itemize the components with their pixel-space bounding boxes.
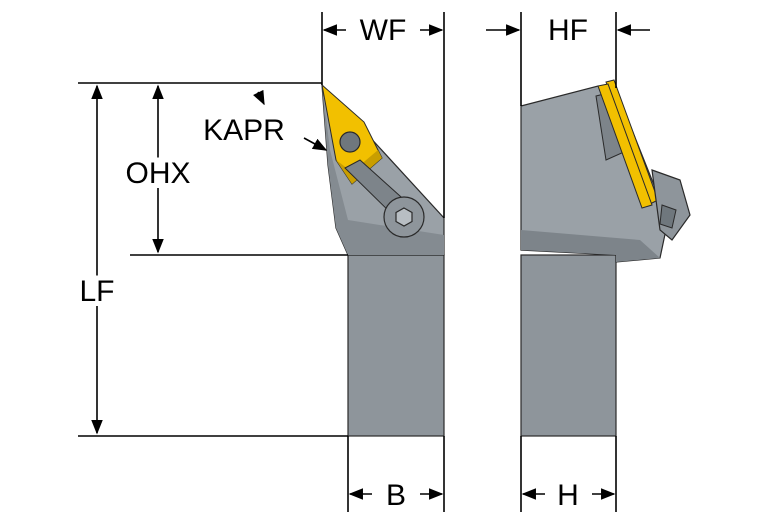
right-clamp-screw <box>659 204 677 229</box>
right-insert-2 <box>597 83 653 209</box>
left-shank <box>347 254 445 437</box>
side-view <box>520 79 691 437</box>
lf-label: LF <box>79 275 114 308</box>
h-label: H <box>557 479 579 512</box>
kapr-arrow-top <box>253 89 265 106</box>
dimension-labels: WF HF KAPR OHX LF B H <box>74 14 588 512</box>
insert-screw <box>339 131 361 153</box>
b-label: B <box>386 479 406 512</box>
hex-socket-icon <box>395 207 413 227</box>
right-head-shadow <box>521 230 660 262</box>
kapr-arrow-bottom <box>303 137 328 151</box>
kapr-label: KAPR <box>203 114 285 147</box>
hf-label: HF <box>548 14 588 47</box>
ohx-label: OHX <box>125 157 190 190</box>
left-head-shadow <box>322 85 444 255</box>
right-shank <box>520 254 617 437</box>
top-view <box>321 83 445 437</box>
wf-label: WF <box>360 14 407 47</box>
dimension-lines <box>78 12 650 512</box>
